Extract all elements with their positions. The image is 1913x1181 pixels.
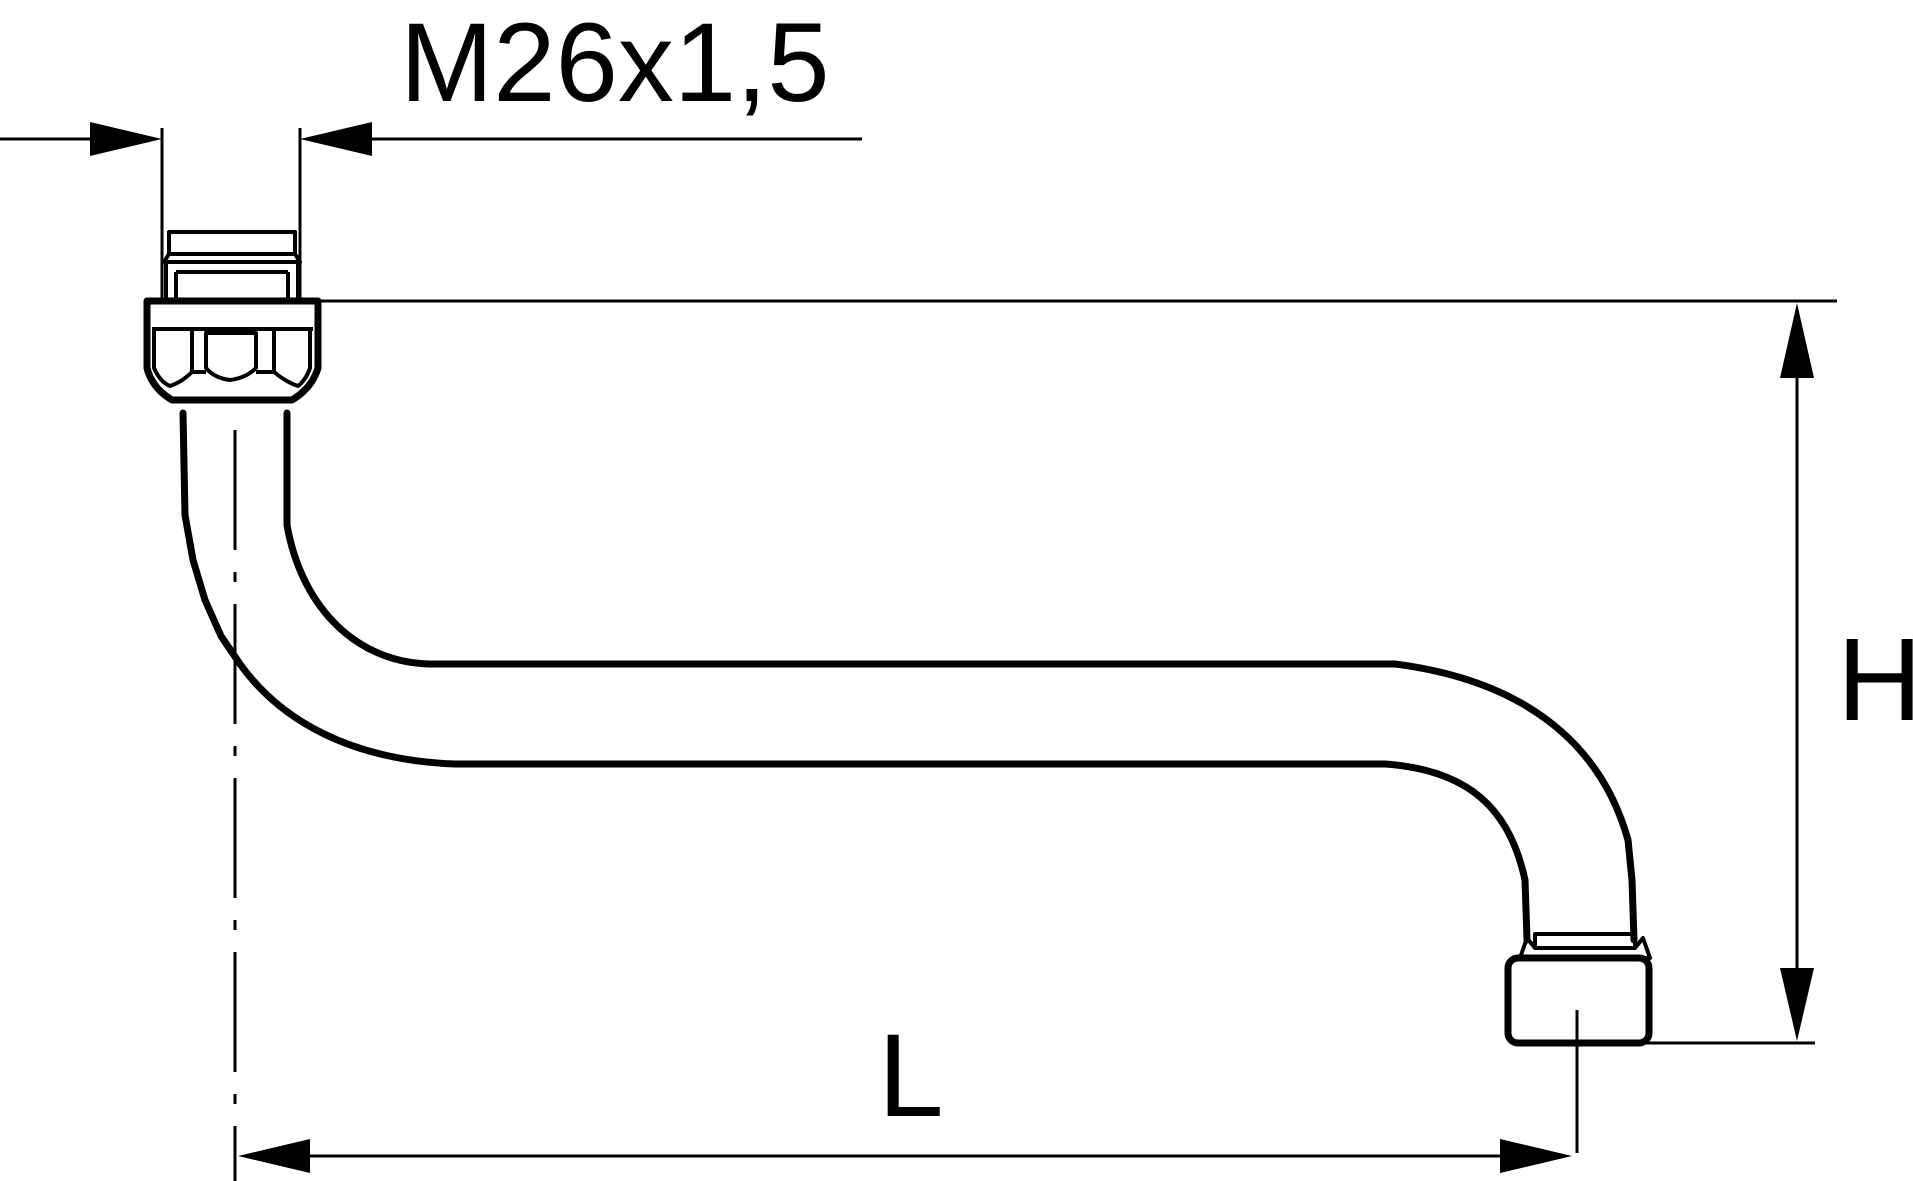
length-arrow-left (238, 1139, 310, 1173)
hex-nut (143, 297, 322, 404)
outlet-collar (1533, 932, 1637, 950)
height-label: H (1837, 614, 1913, 746)
thread-stub-body (164, 260, 300, 302)
thread-arrow-left (90, 122, 162, 156)
thread-arrow-right (300, 122, 372, 156)
length-dimension: L (238, 1010, 1572, 1173)
spout-tube (179, 409, 1638, 944)
height-dimension: H (300, 299, 1913, 1045)
tube-outer-contour (179, 409, 1531, 944)
thread-stub-top (167, 230, 297, 256)
thread-size-label: M26x1,5 (400, 0, 830, 125)
centerlines (233, 430, 1579, 1181)
height-arrow-top (1780, 303, 1814, 378)
outlet-fitting (1504, 932, 1653, 1047)
tube-inner-contour (283, 409, 1638, 944)
hex-facet-left (152, 329, 194, 388)
length-arrow-right (1500, 1139, 1572, 1173)
hex-facet-right (272, 329, 312, 388)
height-arrow-bottom (1780, 968, 1814, 1041)
length-label: L (878, 1010, 944, 1142)
hex-facet-center (204, 331, 258, 382)
thread-dimension: M26x1,5 (0, 0, 862, 300)
top-fitting (143, 230, 322, 404)
